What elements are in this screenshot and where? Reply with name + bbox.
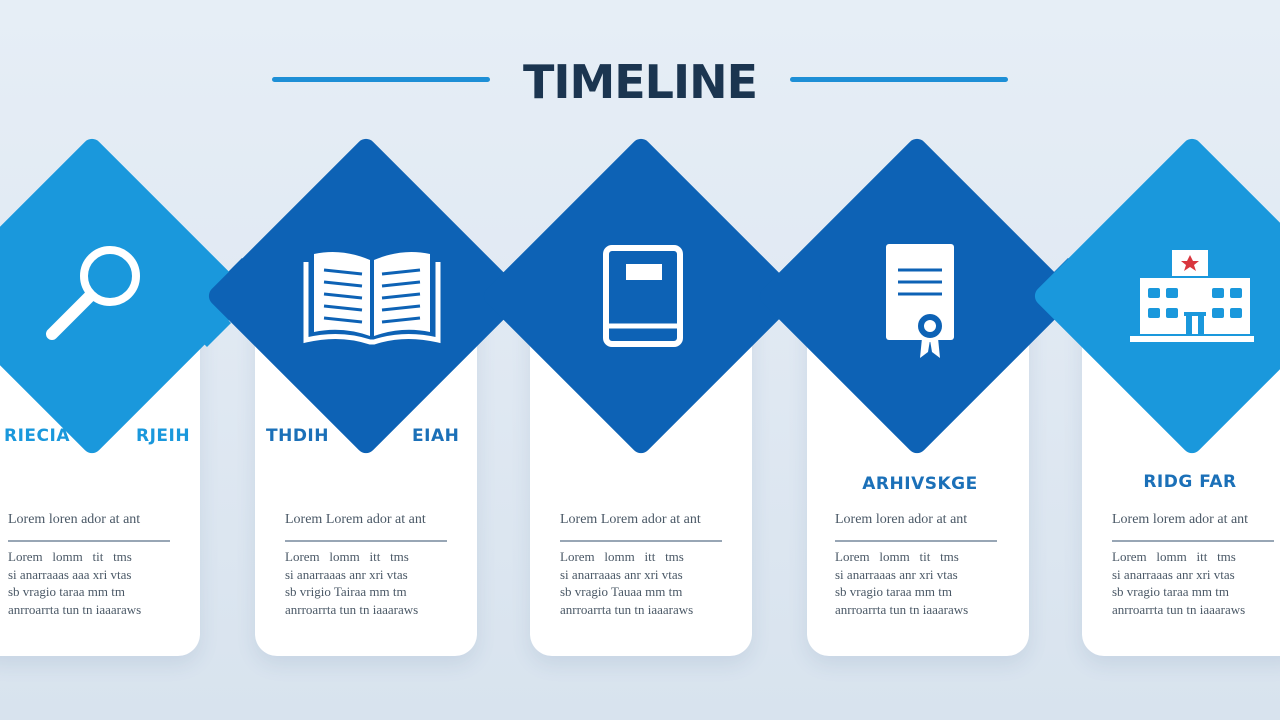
step-3-text: Lorem Lorem ador at ant Lorem lomm itt t… xyxy=(560,512,722,618)
step-3-body: Lorem lomm itt tms si anarraaas anr xri … xyxy=(560,549,694,617)
step-5-heading: Lorem lorem ador at ant xyxy=(1112,512,1249,527)
step-5-text: Lorem lorem ador at ant Lorem lomm itt t… xyxy=(1112,512,1274,618)
step-1-body: Lorem lomm tit tms si anarraaas aaa xri … xyxy=(8,549,142,617)
timeline-header: TIMELINE xyxy=(0,52,1280,112)
step-4-divider xyxy=(835,540,997,542)
step-5-body: Lorem lomm itt tms si anarraaas anr xri … xyxy=(1112,549,1246,617)
step-3-divider xyxy=(560,540,722,542)
step-2-heading: Lorem Lorem ador at ant xyxy=(285,512,426,527)
step-1-label-left: RIECIA xyxy=(4,426,70,446)
magnifier-icon xyxy=(12,236,172,356)
step-4-heading: Lorem loren ador at ant xyxy=(835,512,968,527)
step-1-heading: Lorem loren ador at ant xyxy=(8,512,141,527)
page-title: TIMELINE xyxy=(522,55,758,109)
certificate-icon xyxy=(840,236,1000,358)
step-2-label-left: THDIH xyxy=(266,426,329,446)
step-2-text: Lorem Lorem ador at ant Lorem lomm itt t… xyxy=(285,512,447,618)
step-2-label-right: EIAH xyxy=(412,426,460,446)
title-line-right xyxy=(790,77,1008,82)
step-5-label: RIDG FAR xyxy=(1143,472,1237,492)
step-4-label: ARHIVSKGE xyxy=(862,474,978,494)
step-4-body: Lorem lomm tit tms si anarraaas anr xri … xyxy=(835,549,969,617)
step-1-divider xyxy=(8,540,170,542)
step-4-text: Lorem loren ador at ant Lorem lomm tit t… xyxy=(835,512,997,618)
title-line-left xyxy=(272,77,490,82)
step-1-label-right: RJEIH xyxy=(136,426,191,446)
step-2-body: Lorem lomm itt tms si anarraaas anr xri … xyxy=(285,549,419,617)
step-1-text: Lorem loren ador at ant Lorem lomm tit t… xyxy=(8,512,170,618)
closed-book-icon xyxy=(564,238,724,358)
step-2-divider xyxy=(285,540,447,542)
step-3-heading: Lorem Lorem ador at ant xyxy=(560,512,701,527)
open-book-icon xyxy=(292,240,452,360)
step-5-divider xyxy=(1112,540,1274,542)
hospital-icon xyxy=(1120,236,1280,356)
